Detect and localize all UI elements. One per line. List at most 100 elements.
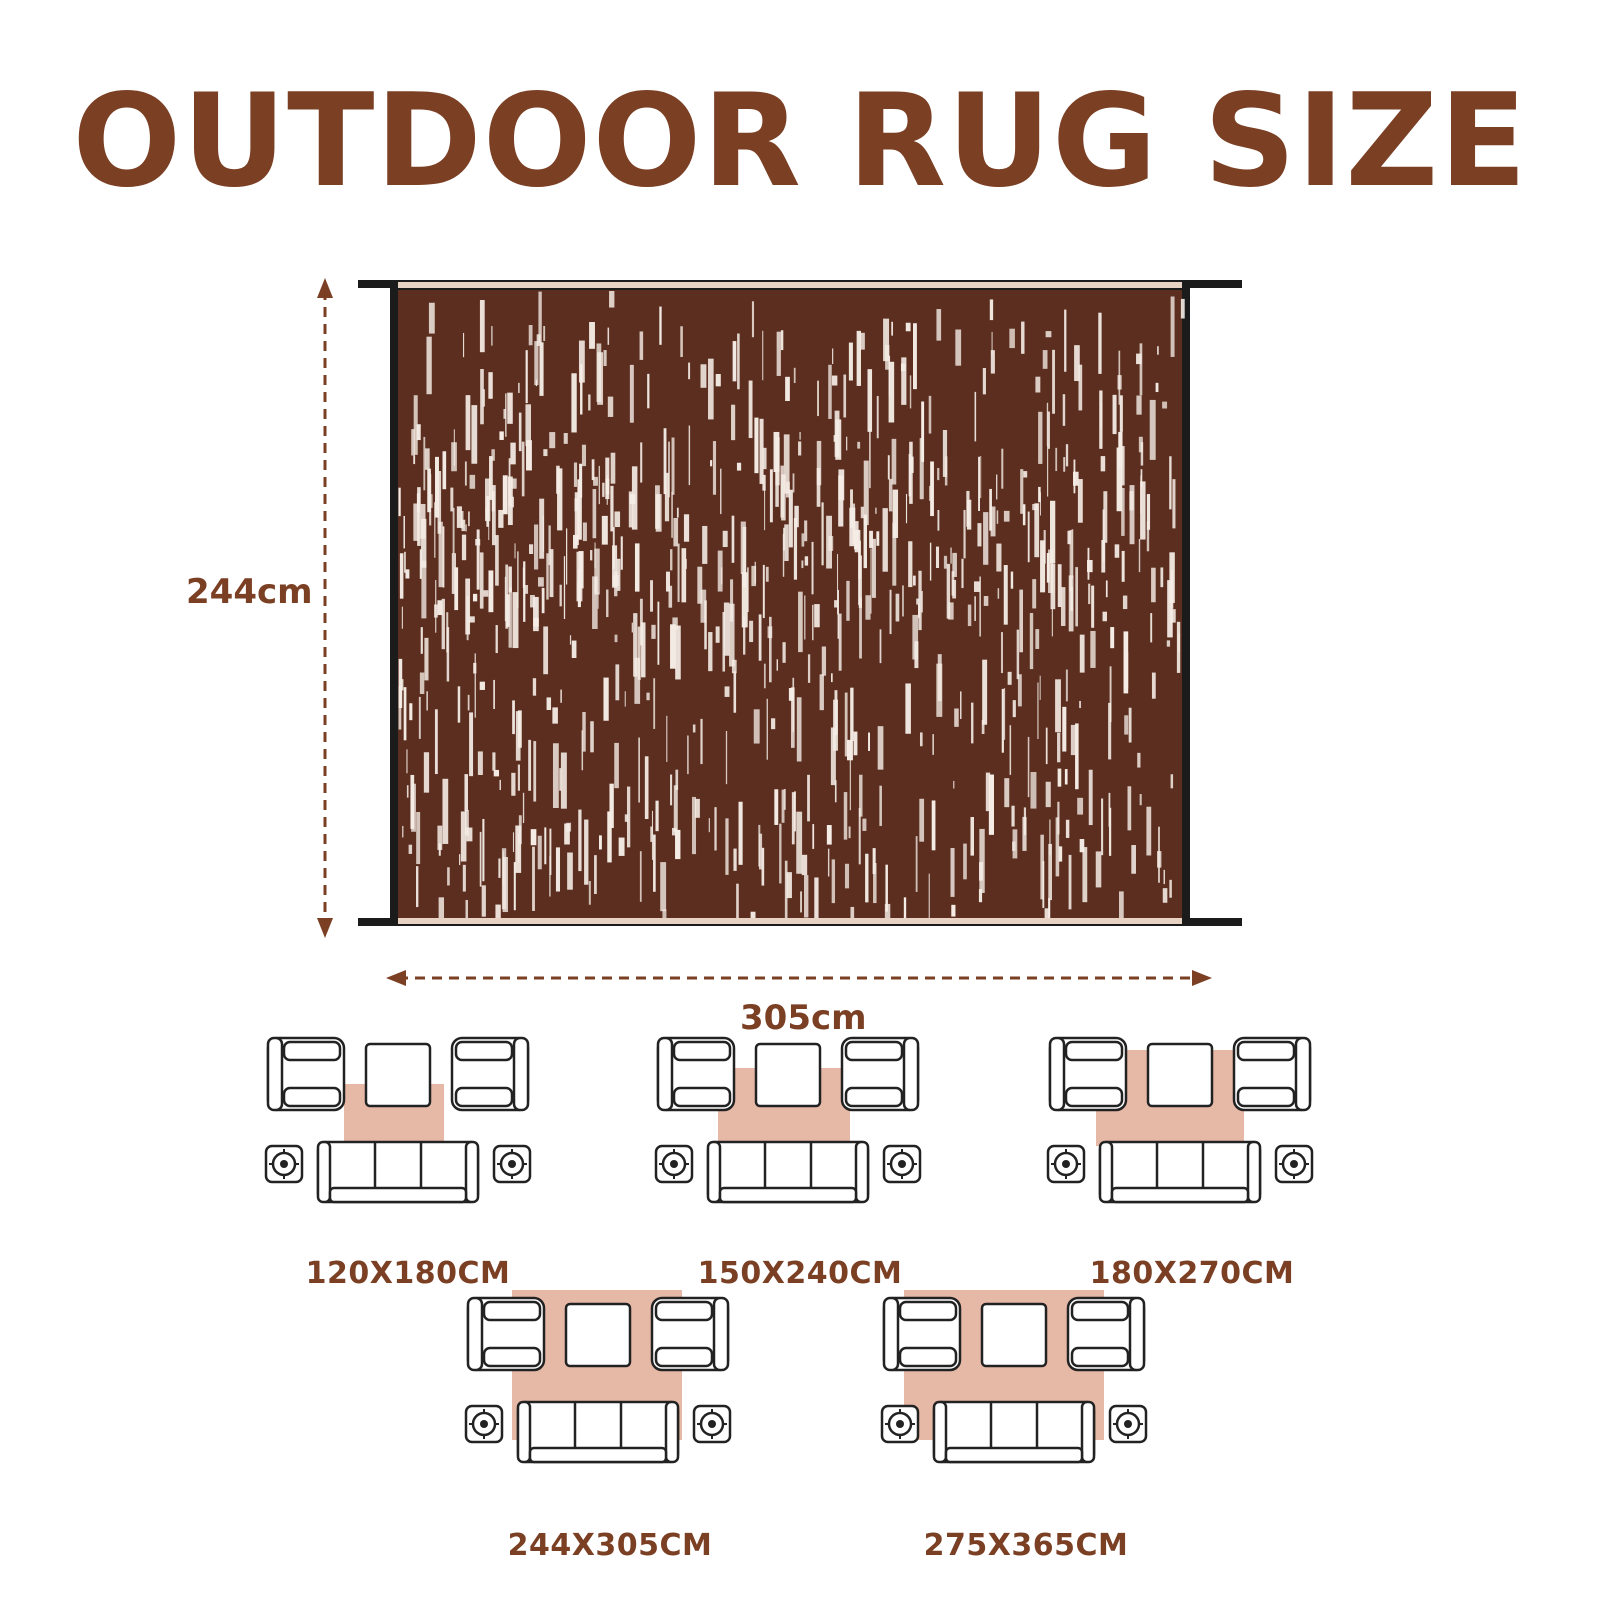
rug-streak — [437, 600, 443, 616]
rug-streak — [1095, 851, 1102, 888]
rug-streak — [1167, 580, 1173, 638]
rug-streak — [401, 606, 403, 629]
rug-streak — [708, 358, 714, 420]
rug-streak — [759, 418, 764, 484]
rug-streak — [677, 543, 680, 603]
rug-streak — [594, 548, 600, 595]
rug-streak — [578, 809, 582, 872]
rug-streak — [1155, 382, 1159, 393]
rug-streak — [559, 768, 562, 791]
rug-streak — [1119, 891, 1124, 920]
rug-streak — [526, 440, 532, 471]
rug-streak — [937, 509, 940, 531]
rug-streak — [426, 336, 432, 395]
rug-streak — [1149, 399, 1156, 460]
rug-streak — [612, 575, 619, 586]
rug-streak — [1137, 752, 1141, 768]
rug-streak — [591, 459, 595, 481]
rug-streak — [580, 364, 583, 415]
rug-streak — [631, 622, 633, 633]
rug-streak — [590, 721, 594, 753]
rug-streak — [530, 595, 535, 608]
rug-streak — [513, 862, 516, 911]
rug-streak — [844, 692, 848, 757]
rug-streak — [616, 558, 621, 591]
rug-streak — [974, 596, 976, 622]
rug-streak — [763, 663, 766, 689]
rug-streak — [919, 732, 923, 747]
rug-streak — [1057, 801, 1060, 835]
rug-streak — [970, 816, 974, 856]
rug-streak — [967, 604, 972, 627]
rug-streak — [782, 642, 786, 663]
rug-streak — [662, 909, 667, 920]
rug-streak — [1055, 679, 1061, 733]
rug-streak — [919, 798, 925, 842]
rug-streak — [484, 478, 491, 522]
rug-streak — [546, 553, 549, 600]
rug-streak — [697, 566, 703, 604]
rug-streak — [774, 789, 779, 825]
rug-streak — [1009, 725, 1012, 775]
rug-streak — [867, 369, 873, 432]
layout-label-3: 180X270CM — [1089, 1256, 1295, 1291]
rug-streak — [1140, 469, 1143, 488]
rug-streak — [788, 489, 793, 548]
rug-streak — [850, 687, 854, 741]
rug-streak — [887, 455, 890, 480]
rug-streak — [826, 825, 832, 845]
rug-streak — [1062, 394, 1066, 426]
rug-streak — [912, 575, 916, 586]
rug-streak — [792, 473, 795, 493]
rug-streak — [493, 679, 495, 710]
rug-streak — [650, 580, 653, 612]
rug-streak — [708, 632, 713, 672]
rug-streak — [786, 481, 790, 498]
rug-streak — [798, 441, 802, 456]
rug-streak — [541, 587, 545, 614]
rug-streak — [812, 604, 814, 641]
rug-streak — [702, 525, 708, 564]
rug-streak — [530, 829, 537, 846]
rug-streak — [731, 515, 735, 563]
rug-streak — [1090, 630, 1096, 668]
rug-streak — [579, 463, 583, 498]
rug-streak — [870, 548, 872, 614]
rug-streak — [481, 885, 486, 917]
rug-streak — [576, 551, 583, 602]
rug-streak — [905, 322, 911, 332]
rug-streak — [508, 566, 512, 593]
rug-streak — [853, 731, 858, 756]
rug-streak — [628, 491, 633, 528]
rug-streak — [1120, 446, 1125, 486]
rug-streak — [983, 512, 989, 565]
rug-streak — [990, 350, 995, 374]
rug-streak — [720, 468, 722, 515]
rug-streak — [929, 485, 931, 501]
rug-streak — [1067, 530, 1071, 545]
rug-streak — [722, 612, 726, 672]
rug-streak — [466, 596, 469, 641]
rug-streak — [978, 456, 981, 511]
rug-streak — [491, 485, 496, 546]
rug-streak — [508, 587, 512, 648]
rug-streak — [434, 709, 438, 775]
rug-streak — [639, 851, 642, 902]
rug-streak — [1000, 632, 1004, 674]
rug-streak — [1064, 769, 1068, 785]
coffee-table — [1146, 1042, 1214, 1108]
rug-streak — [943, 555, 948, 569]
rug-streak — [1170, 296, 1175, 357]
rug-streak — [700, 589, 707, 623]
rug-streak — [1140, 442, 1144, 466]
rug-streak — [413, 455, 416, 465]
rug-streak — [876, 531, 880, 546]
rug-streak — [905, 493, 908, 524]
rug-streak — [793, 518, 798, 580]
coffee-table — [364, 1042, 432, 1108]
rug-streak — [609, 291, 615, 308]
rug-streak — [758, 833, 763, 870]
rug-streak — [715, 626, 720, 643]
rug-streak — [538, 577, 544, 587]
rug-streak — [978, 889, 983, 903]
